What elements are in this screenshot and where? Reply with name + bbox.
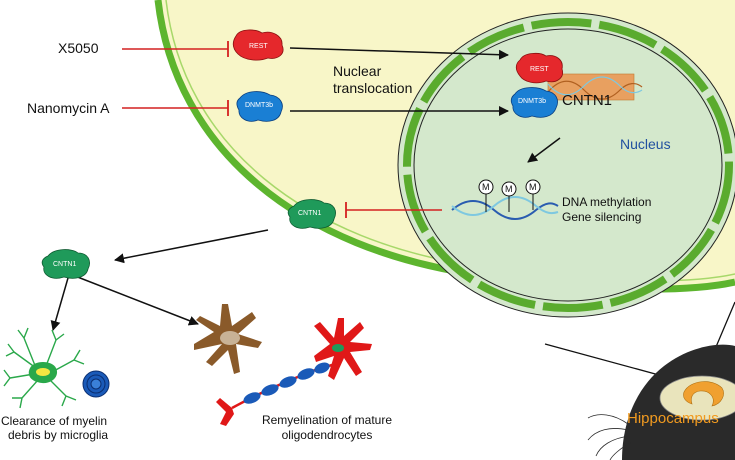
nuclear-translocation-label-2: translocation: [333, 80, 413, 96]
mouse-whiskers: [587, 414, 633, 460]
hippocampus-region: [683, 381, 724, 407]
methylation-arrow: [527, 137, 561, 163]
myelin-debris-inner: [90, 378, 102, 390]
rest-nuclear-protein: [515, 52, 563, 84]
gene-label: CNTN1: [562, 92, 613, 109]
x5050-inhibitor-label: X5050: [58, 40, 99, 56]
nuclear-translocation-label-1: Nuclear: [333, 63, 382, 79]
gene-dna-strand-a: [547, 80, 643, 100]
cntn1-extracellular-protein: [41, 249, 90, 279]
rest-translocation-arrow: [289, 47, 509, 60]
dna-methylation-label: DNA methylation: [562, 195, 652, 209]
myelin-debris-mid: [86, 374, 106, 394]
methylated-dna-strand-a: [451, 200, 559, 220]
nanomycin-inhibitor-label: Nanomycin A: [27, 100, 110, 116]
nucleus-envelope-outer: [397, 12, 735, 318]
methyl-group-1: [478, 179, 494, 195]
nucleus-label: Nucleus: [620, 136, 671, 152]
remyelination-arrow: [74, 275, 199, 326]
gene-dna-strand-b: [547, 76, 643, 96]
hippocampus-label: Hippocampus: [627, 410, 719, 427]
cntn1-release-arrow: [114, 229, 269, 264]
brown-glial-nucleus: [220, 331, 240, 345]
microglia-caption-1: Clearance of myelin: [1, 414, 108, 428]
microglia-arrow: [50, 277, 69, 331]
nucleus-envelope-inner: [413, 28, 723, 302]
methyl-mark-1: M: [482, 182, 490, 192]
myelin-sheath-segments: [243, 362, 330, 404]
oligodendrocyte-nucleus: [332, 344, 344, 352]
microglia-nucleus: [36, 368, 50, 376]
cntn1-extracellular-label: CNTN1: [53, 261, 76, 268]
rest-protein: [232, 29, 284, 61]
oligodendrocyte-terminal: [216, 398, 234, 426]
brain-pointer-line: [544, 343, 671, 379]
dnmt3b-nuclear-label: DNMT3b: [518, 98, 546, 105]
methyl-mark-2: M: [505, 184, 513, 194]
rest-nuclear-label: REST: [530, 66, 549, 73]
microglia-caption-2: debris by microglia: [8, 428, 109, 442]
dnmt3b-label: DNMT3b: [245, 102, 273, 109]
methyl-mark-3: M: [529, 182, 537, 192]
methyl-group-3: [525, 179, 541, 195]
rest-label: REST: [249, 43, 268, 50]
cntn1-label: CNTN1: [298, 210, 321, 217]
remyelination-caption-2: oligodendrocytes: [281, 428, 373, 442]
dnmt3b-protein: [236, 91, 283, 122]
remyelination-caption-1: Remyelination of mature: [261, 413, 393, 427]
methyl-group-2: [501, 181, 517, 197]
methylated-dna-strand-b: [451, 196, 559, 216]
cntn1-protein: [287, 199, 336, 229]
gene-silencing-label: Gene silencing: [562, 210, 642, 224]
dnmt3b-nuclear-protein: [510, 87, 558, 118]
nucleus-envelope: [403, 18, 733, 312]
